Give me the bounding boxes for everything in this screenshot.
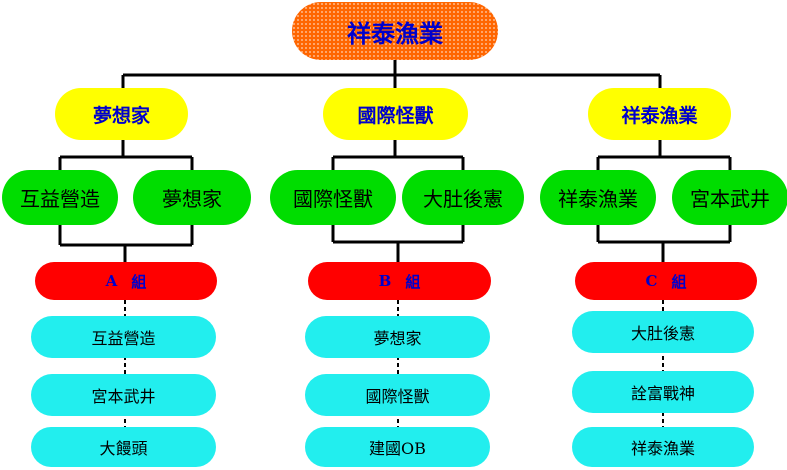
- group-b-member-1: 夢想家: [305, 316, 490, 358]
- level2-node-1: 互益營造: [2, 170, 118, 225]
- level2-node-5: 祥泰漁業: [540, 170, 656, 225]
- group-letter: B: [378, 272, 392, 290]
- level2-node-3: 國際怪獸: [270, 170, 396, 225]
- group-c-member-3: 祥泰漁業: [572, 427, 754, 467]
- level2-node-6: 宮本武井: [672, 170, 787, 225]
- level2-node-4: 大肚後憲: [402, 170, 524, 225]
- level2-node-2: 夢想家: [133, 170, 251, 225]
- root-node: 祥泰漁業: [292, 2, 498, 60]
- group-c-member-2: 詮富戰神: [572, 371, 754, 413]
- group-suffix: 組: [131, 272, 147, 291]
- group-suffix: 組: [671, 272, 687, 291]
- group-c-member-1: 大肚後憲: [572, 311, 754, 353]
- group-letter: A: [105, 272, 118, 290]
- group-a-member-2: 宮本武井: [31, 374, 216, 416]
- level1-node-1: 夢想家: [55, 88, 188, 140]
- group-suffix: 組: [405, 272, 421, 291]
- group-letter: C: [645, 272, 658, 290]
- level1-node-2: 國際怪獸: [323, 88, 468, 140]
- level1-node-3: 祥泰漁業: [588, 88, 731, 140]
- group-a-member-3: 大饅頭: [31, 427, 216, 467]
- group-a-member-1: 互益營造: [31, 316, 216, 358]
- group-b-member-2: 國際怪獸: [305, 374, 490, 416]
- group-b-member-3: 建國OB: [305, 427, 490, 467]
